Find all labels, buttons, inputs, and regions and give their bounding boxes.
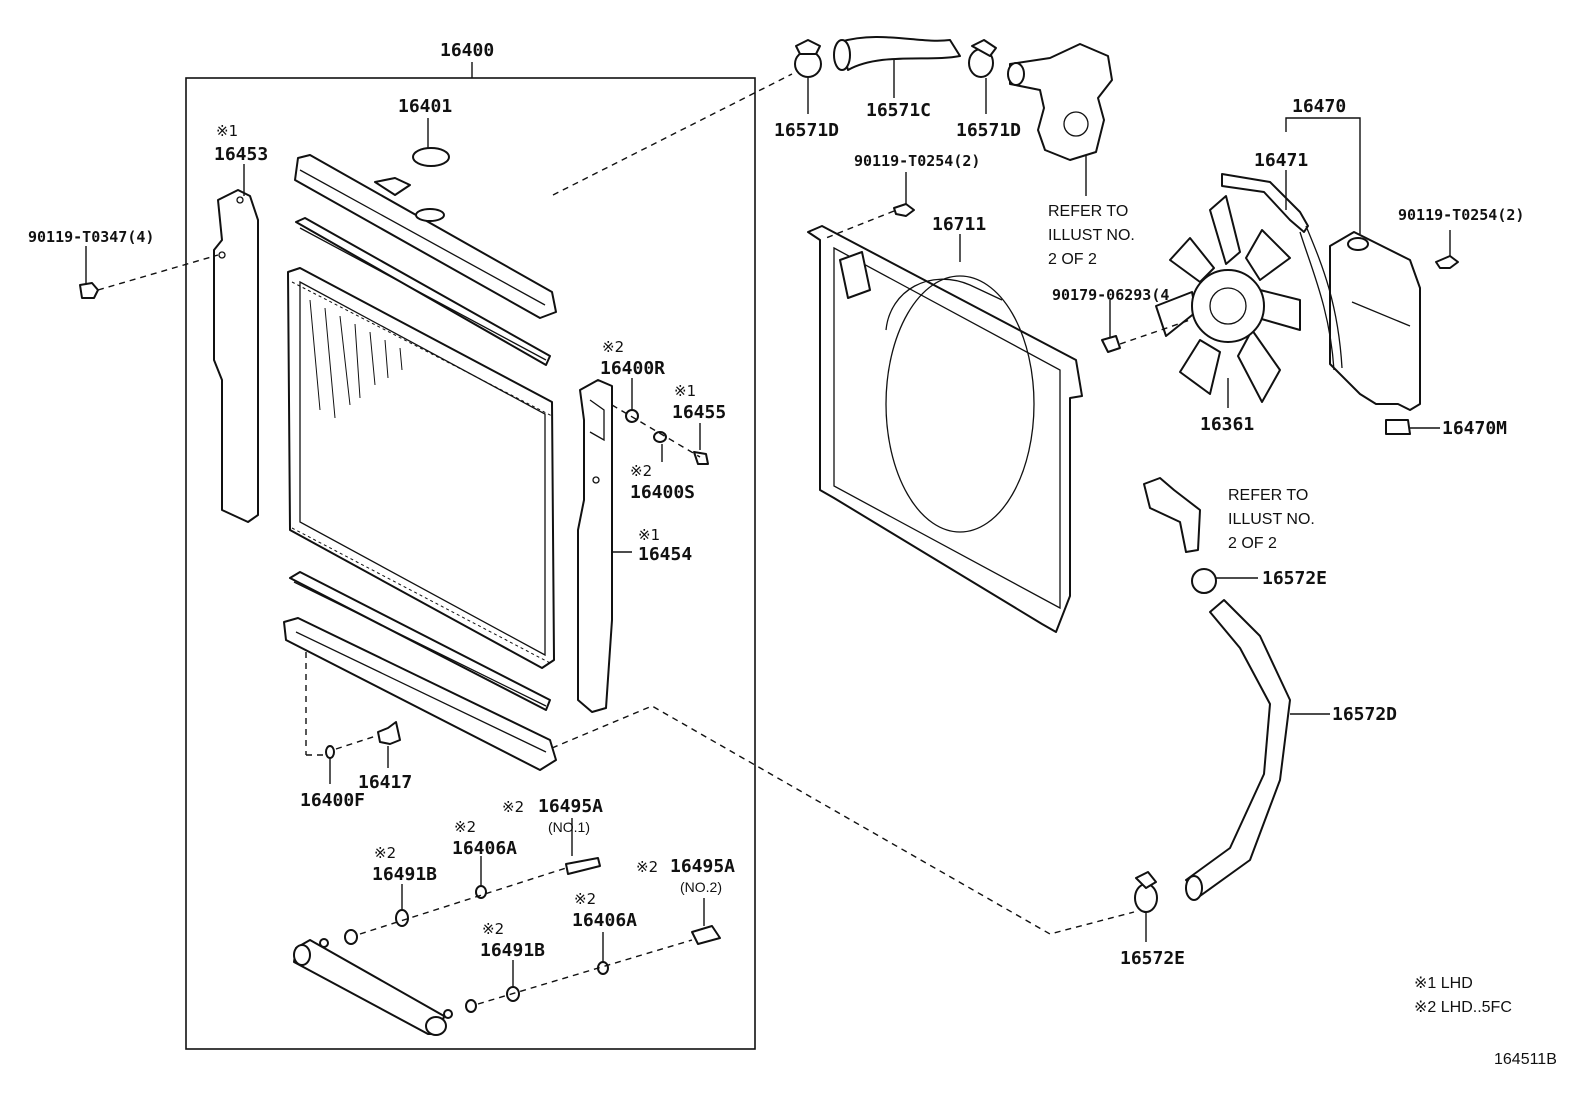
reserve-tank (1329, 231, 1421, 411)
lower-hose-clamp-lower (1134, 871, 1158, 913)
upper-hose-clamp-right (968, 39, 997, 78)
mark-16406A-2: ※2 (574, 890, 596, 908)
radiator-assembly-frame (185, 62, 756, 1050)
lower-hose (1185, 599, 1291, 901)
pipe-fittings-upper (344, 857, 601, 945)
drain-cock-parts (305, 652, 401, 759)
radiator-lower-tank (283, 617, 557, 771)
mark-16491B-2: ※2 (482, 920, 504, 938)
refer-note-2-line3: 2 OF 2 (1228, 535, 1277, 552)
label-16400F[interactable]: 16400F (300, 790, 365, 811)
radiator-core (287, 267, 555, 669)
label-16400[interactable]: 16400 (440, 40, 494, 61)
lower-gasket (289, 571, 551, 711)
label-16571D-2[interactable]: 16571D (956, 120, 1021, 141)
label-16491B-2[interactable]: 16491B (480, 940, 545, 961)
refer-note-1-line3: 2 OF 2 (1048, 251, 1097, 268)
fan-shroud (807, 225, 1083, 633)
upper-hose (833, 36, 961, 71)
label-16417[interactable]: 16417 (358, 772, 412, 793)
label-16471[interactable]: 16471 (1254, 150, 1308, 171)
label-16455[interactable]: 16455 (672, 402, 726, 423)
label-16495A-no2[interactable]: 16495A (670, 856, 735, 877)
label-16571C[interactable]: 16571C (866, 100, 931, 121)
label-16361[interactable]: 16361 (1200, 414, 1254, 435)
part-labels: 16400 16401 ※1 16453 90119-T0347(4) ※2 1… (28, 40, 1557, 1068)
legend-note-1: ※1 LHD (1414, 975, 1473, 992)
shroud-bolt (825, 203, 915, 239)
label-16406A-2[interactable]: 16406A (572, 910, 637, 931)
upper-hose-dashline (552, 73, 793, 196)
refer-note-1-line1: REFER TO (1048, 203, 1128, 220)
label-16470[interactable]: 16470 (1292, 96, 1346, 117)
label-16572D[interactable]: 16572D (1332, 704, 1397, 725)
cooling-fan (1155, 195, 1301, 403)
leader-lines (85, 60, 1451, 988)
reserve-tank-bolt (1435, 255, 1459, 269)
label-16491B-1[interactable]: 16491B (372, 864, 437, 885)
mark-16455: ※1 (674, 382, 696, 400)
label-16572E-2[interactable]: 16572E (1120, 948, 1185, 969)
mark-16406A-1: ※2 (454, 818, 476, 836)
label-90179-06293[interactable]: 90179-06293(4 (1052, 286, 1169, 304)
illustration-id: 164511B (1494, 1051, 1557, 1068)
upper-gasket (295, 217, 551, 366)
label-16454[interactable]: 16454 (638, 544, 692, 565)
label-16453[interactable]: 16453 (214, 144, 268, 165)
lower-hose-dashline (551, 705, 1135, 935)
reserve-tank-cap (1385, 419, 1411, 435)
bolt-90119-T0347 (79, 254, 219, 299)
mark-16454: ※1 (638, 526, 660, 544)
mark-16491B-1: ※2 (374, 844, 396, 862)
label-16495A-no1[interactable]: 16495A (538, 796, 603, 817)
note-16495A-no1: (NO.1) (548, 819, 590, 835)
label-90119-T0254-2[interactable]: 90119-T0254(2) (1398, 206, 1524, 224)
outlet-pipe (293, 938, 453, 1036)
mark-16495A-no1: ※2 (502, 798, 524, 816)
label-90119-T0347[interactable]: 90119-T0347(4) (28, 228, 154, 246)
label-16711[interactable]: 16711 (932, 214, 986, 235)
note-16495A-no2: (NO.2) (680, 879, 722, 895)
label-16401[interactable]: 16401 (398, 96, 452, 117)
mark-16400R: ※2 (602, 338, 624, 356)
water-inlet (1143, 477, 1201, 553)
label-16470M[interactable]: 16470M (1442, 418, 1507, 439)
label-16400S[interactable]: 16400S (630, 482, 695, 503)
upper-hose-clamp-left (794, 39, 822, 78)
fan-nut (1101, 319, 1191, 353)
radiator-upper-tank (294, 147, 557, 319)
bolt-group-16455 (611, 404, 709, 465)
label-16572E-1[interactable]: 16572E (1262, 568, 1327, 589)
refer-note-1-line2: ILLUST NO. (1048, 227, 1135, 244)
mark-16400S: ※2 (630, 462, 652, 480)
label-16406A-1[interactable]: 16406A (452, 838, 517, 859)
lower-hose-clamp-upper (1191, 568, 1217, 594)
side-plate-right (577, 379, 613, 713)
label-90119-T0254-1[interactable]: 90119-T0254(2) (854, 152, 980, 170)
water-outlet-housing (1007, 43, 1113, 161)
mark-16495A-no2: ※2 (636, 858, 658, 876)
mark-16453: ※1 (216, 122, 238, 140)
legend-note-2: ※2 LHD..5FC (1414, 999, 1512, 1016)
label-16400R[interactable]: 16400R (600, 358, 665, 379)
refer-note-2-line2: ILLUST NO. (1228, 511, 1315, 528)
side-plate-left (213, 189, 259, 523)
refer-note-2-line1: REFER TO (1228, 487, 1308, 504)
reserve-tank-hose (1221, 173, 1343, 371)
label-16571D-1[interactable]: 16571D (774, 120, 839, 141)
pipe-fittings-lower (465, 925, 721, 1013)
